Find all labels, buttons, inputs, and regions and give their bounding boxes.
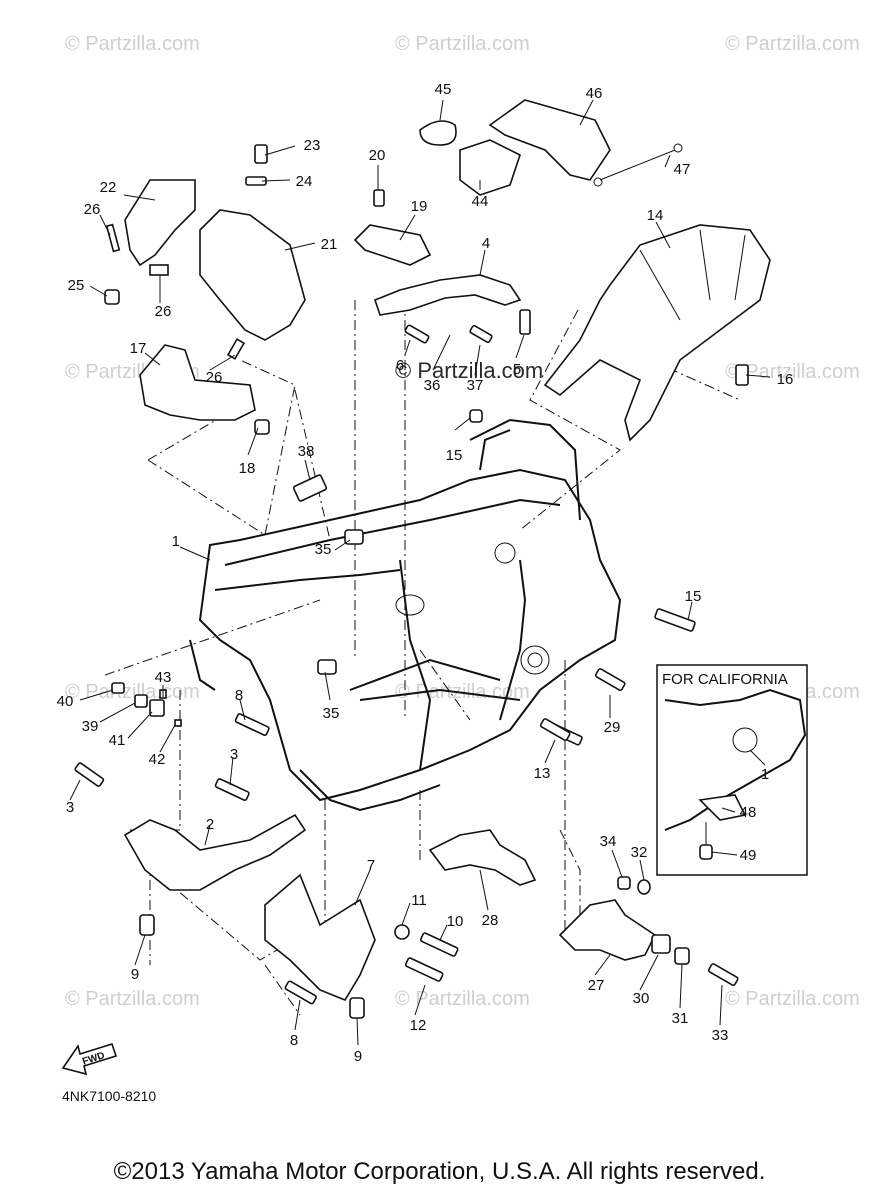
left-footrest-bracket <box>123 813 307 891</box>
center-bracket <box>264 873 376 1001</box>
watermark: © Partzilla.com <box>725 988 860 1010</box>
top-parts <box>419 99 683 196</box>
callout-22: 22 <box>100 179 117 196</box>
california-label: FOR CALIFORNIA <box>662 671 788 688</box>
callout-12: 12 <box>410 1017 427 1034</box>
callout-10: 10 <box>447 913 464 930</box>
leader-lines <box>104 300 741 1016</box>
callout-27: 27 <box>588 977 605 994</box>
diagram-code: 4NK7100-8210 <box>62 1088 156 1104</box>
left-bracket <box>139 344 256 421</box>
callout-5: 5 <box>513 361 521 378</box>
callout-46: 46 <box>586 85 603 102</box>
watermark: © Partzilla.com <box>65 33 200 55</box>
callout-37: 37 <box>467 377 484 394</box>
california-inset: FOR CALIFORNIA <box>656 664 808 876</box>
fasteners <box>74 144 749 1019</box>
callout-34: 34 <box>600 833 617 850</box>
callout-31: 31 <box>672 1010 689 1027</box>
callout-45: 45 <box>435 81 452 98</box>
callout-23: 23 <box>304 137 321 154</box>
callout-13: 13 <box>534 765 551 782</box>
callout-48: 48 <box>740 804 757 821</box>
callout-3: 3 <box>230 746 238 763</box>
watermark: © Partzilla.com <box>395 33 530 55</box>
callout-15: 15 <box>446 447 463 464</box>
callout-2: 2 <box>206 816 214 833</box>
callout-42: 42 <box>149 751 166 768</box>
watermark-center: © Partzilla.com <box>395 358 543 383</box>
callout-26: 26 <box>84 201 101 218</box>
callout-40: 40 <box>57 693 74 710</box>
callout-26: 26 <box>206 369 223 386</box>
callout-28: 28 <box>482 912 499 929</box>
copyright-notice: ©2013 Yamaha Motor Corporation, U.S.A. A… <box>113 1158 766 1185</box>
callout-19: 19 <box>411 198 428 215</box>
callout-14: 14 <box>647 207 664 224</box>
watermark: © Partzilla.com <box>725 33 860 55</box>
fwd-arrow: FWD <box>61 1043 118 1076</box>
callout-8: 8 <box>235 687 243 704</box>
watermark: © Partzilla.com <box>395 988 530 1010</box>
callout-38: 38 <box>298 443 315 460</box>
watermark: © Partzilla.com <box>725 361 860 383</box>
callout-21: 21 <box>321 236 338 253</box>
callout-26: 26 <box>155 303 172 320</box>
callout-1-california: 1 <box>761 766 769 783</box>
callout-3: 3 <box>66 799 74 816</box>
top-brackets <box>353 224 522 316</box>
callout-39: 39 <box>82 718 99 735</box>
rear-fender <box>543 224 771 442</box>
callout-24: 24 <box>296 173 313 190</box>
callout-47: 47 <box>674 161 691 178</box>
callout-leaders <box>69 99 771 1046</box>
watermark: © Partzilla.com <box>65 988 200 1010</box>
callout-44: 44 <box>472 193 489 210</box>
callout-15: 15 <box>685 588 702 605</box>
callout-35: 35 <box>323 705 340 722</box>
callout-6: 6 <box>396 357 404 374</box>
callout-36: 36 <box>424 377 441 394</box>
callout-32: 32 <box>631 844 648 861</box>
callout-1: 1 <box>172 533 180 550</box>
callout-41: 41 <box>109 732 126 749</box>
callout-4: 4 <box>482 235 490 252</box>
callout-35: 35 <box>315 541 332 558</box>
callout-25: 25 <box>68 277 85 294</box>
callout-7: 7 <box>367 857 375 874</box>
left-covers <box>124 179 306 341</box>
callout-11: 11 <box>411 892 427 909</box>
callout-43: 43 <box>155 669 172 686</box>
callout-numbers: 1 2 3 3 4 5 6 7 8 8 9 9 10 11 12 13 14 1… <box>57 81 794 1065</box>
callout-9: 9 <box>131 966 139 983</box>
callout-30: 30 <box>633 990 650 1007</box>
callout-9: 9 <box>354 1048 362 1065</box>
callout-8: 8 <box>290 1032 298 1049</box>
callout-33: 33 <box>712 1027 729 1044</box>
callout-29: 29 <box>604 719 621 736</box>
callout-17: 17 <box>130 340 147 357</box>
callout-49: 49 <box>740 847 757 864</box>
main-frame <box>189 418 622 812</box>
callout-16: 16 <box>777 371 794 388</box>
callout-20: 20 <box>369 147 386 164</box>
right-footrest-brackets <box>428 829 657 961</box>
callout-18: 18 <box>239 460 256 477</box>
